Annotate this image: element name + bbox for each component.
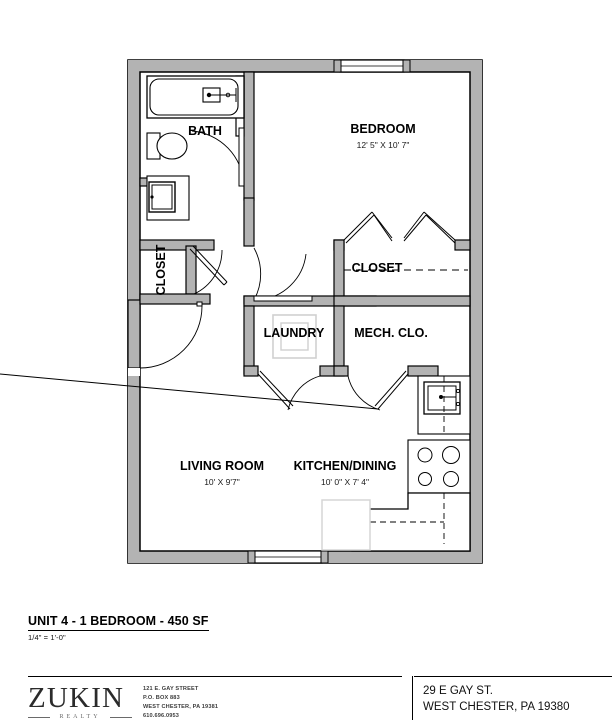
toilet-fixture [146,132,188,160]
company-address-line-2: P.O. BOX 883 [143,695,180,702]
bathtub-fixture [146,75,245,119]
room-label-bedroom: BEDROOM [350,122,415,136]
vanity-sink-fixture [146,175,190,221]
mech-closet-door [0,370,409,411]
bedroom-closet-bifold-doors [343,211,468,271]
company-address-line-4: 610.696.0953 [143,713,180,720]
project-address: 29 E GAY ST. WEST CHESTER, PA 19380 [423,684,570,716]
kitchen-sink-fixture [417,375,471,435]
room-dim-bedroom: 12' 5" X 10' 7" [357,140,410,150]
company-address-line-3: WEST CHESTER, PA 19381 [143,704,219,711]
room-label-laundry: LAUNDRY [264,326,325,340]
title-block: UNIT 4 - 1 BEDROOM - 450 SF 1/4" = 1'-0" [28,612,328,642]
footer-rule-right [414,676,612,678]
entry-door [139,301,203,369]
floor-plan-svg: BATH BEDROOM 12' 5" X 10' 7" CLOSET CLOS… [0,59,483,564]
room-label-closet-bedroom: CLOSET [352,261,403,275]
room-label-kitchen-dining: KITCHEN/DINING [294,459,397,473]
washer-dryer-symbol [272,314,317,359]
zukin-logo-tagline: REALTY [28,714,132,720]
room-label-closet-left: CLOSET [154,244,168,295]
hall-door [253,247,313,302]
unit-title: UNIT 4 - 1 BEDROOM - 450 SF [28,614,209,631]
room-dim-living-room: 10' X 9'7" [204,477,240,487]
room-label-mech-closet: MECH. CLO. [354,326,428,340]
company-address-line-1: 121 E. GAY STREET [143,686,199,692]
floor-plan-drawing: BATH BEDROOM 12' 5" X 10' 7" CLOSET CLOS… [0,59,483,564]
living-room-window [247,550,329,564]
scale-note: 1/4" = 1'-0" [28,633,66,642]
bedroom-window [333,59,411,73]
room-label-bath: BATH [188,124,222,138]
project-address-line-2: WEST CHESTER, PA 19380 [423,700,570,713]
room-labels: BATH BEDROOM 12' 5" X 10' 7" CLOSET CLOS… [154,122,428,487]
footer-divider [412,676,414,720]
footer-rule-left [28,676,402,678]
entry-wall-break [127,299,141,376]
laundry-door [257,370,321,411]
zukin-logo-wordmark: ZUKIN [28,682,125,714]
footer: ZUKIN REALTY 121 E. GAY STREET P.O. BOX … [0,676,612,720]
left-closet-door [189,245,228,295]
company-address: 121 E. GAY STREET P.O. BOX 883 WEST CHES… [143,685,218,721]
project-address-line-1: 29 E GAY ST. [423,685,493,697]
room-label-living-room: LIVING ROOM [180,459,264,473]
zukin-logo: ZUKIN REALTY [28,684,132,720]
range-cooktop-fixture [407,439,471,494]
kitchen-counter [351,492,471,552]
bath-door [191,127,245,187]
dining-table [321,499,371,551]
room-dim-kitchen-dining: 10' 0" X 7' 4" [321,477,369,487]
